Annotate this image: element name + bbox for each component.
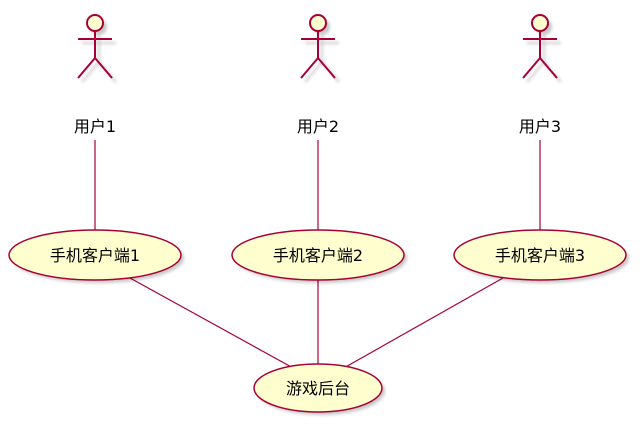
person-icon	[300, 14, 336, 79]
usecase-client2: 手机客户端2	[231, 229, 407, 283]
usecase-label: 手机客户端1	[50, 246, 140, 265]
usecase-ellipse	[231, 229, 405, 281]
connectors	[94, 140, 541, 370]
usecase-backend: 游戏后台	[253, 363, 385, 415]
usecase-label: 手机客户端3	[495, 246, 585, 265]
usecase-client3: 手机客户端3	[453, 229, 629, 283]
link-client1-backend	[129, 277, 296, 370]
usecase-label: 游戏后台	[286, 379, 350, 398]
actor-user1: 用户1	[74, 14, 117, 136]
person-icon	[522, 14, 558, 79]
usecase-ellipse	[8, 229, 182, 281]
usecase-label: 手机客户端2	[273, 246, 363, 265]
actor-user3: 用户3	[519, 14, 562, 136]
actor-label: 用户2	[297, 117, 339, 136]
actor-user2: 用户2	[297, 14, 340, 136]
usecase-client1: 手机客户端1	[8, 229, 184, 283]
person-icon	[77, 14, 113, 79]
actor-label: 用户3	[519, 117, 561, 136]
usecase-ellipse	[253, 363, 383, 413]
link-client3-backend	[341, 277, 504, 370]
actor-label: 用户1	[74, 117, 116, 136]
usecase-ellipse	[453, 229, 627, 281]
